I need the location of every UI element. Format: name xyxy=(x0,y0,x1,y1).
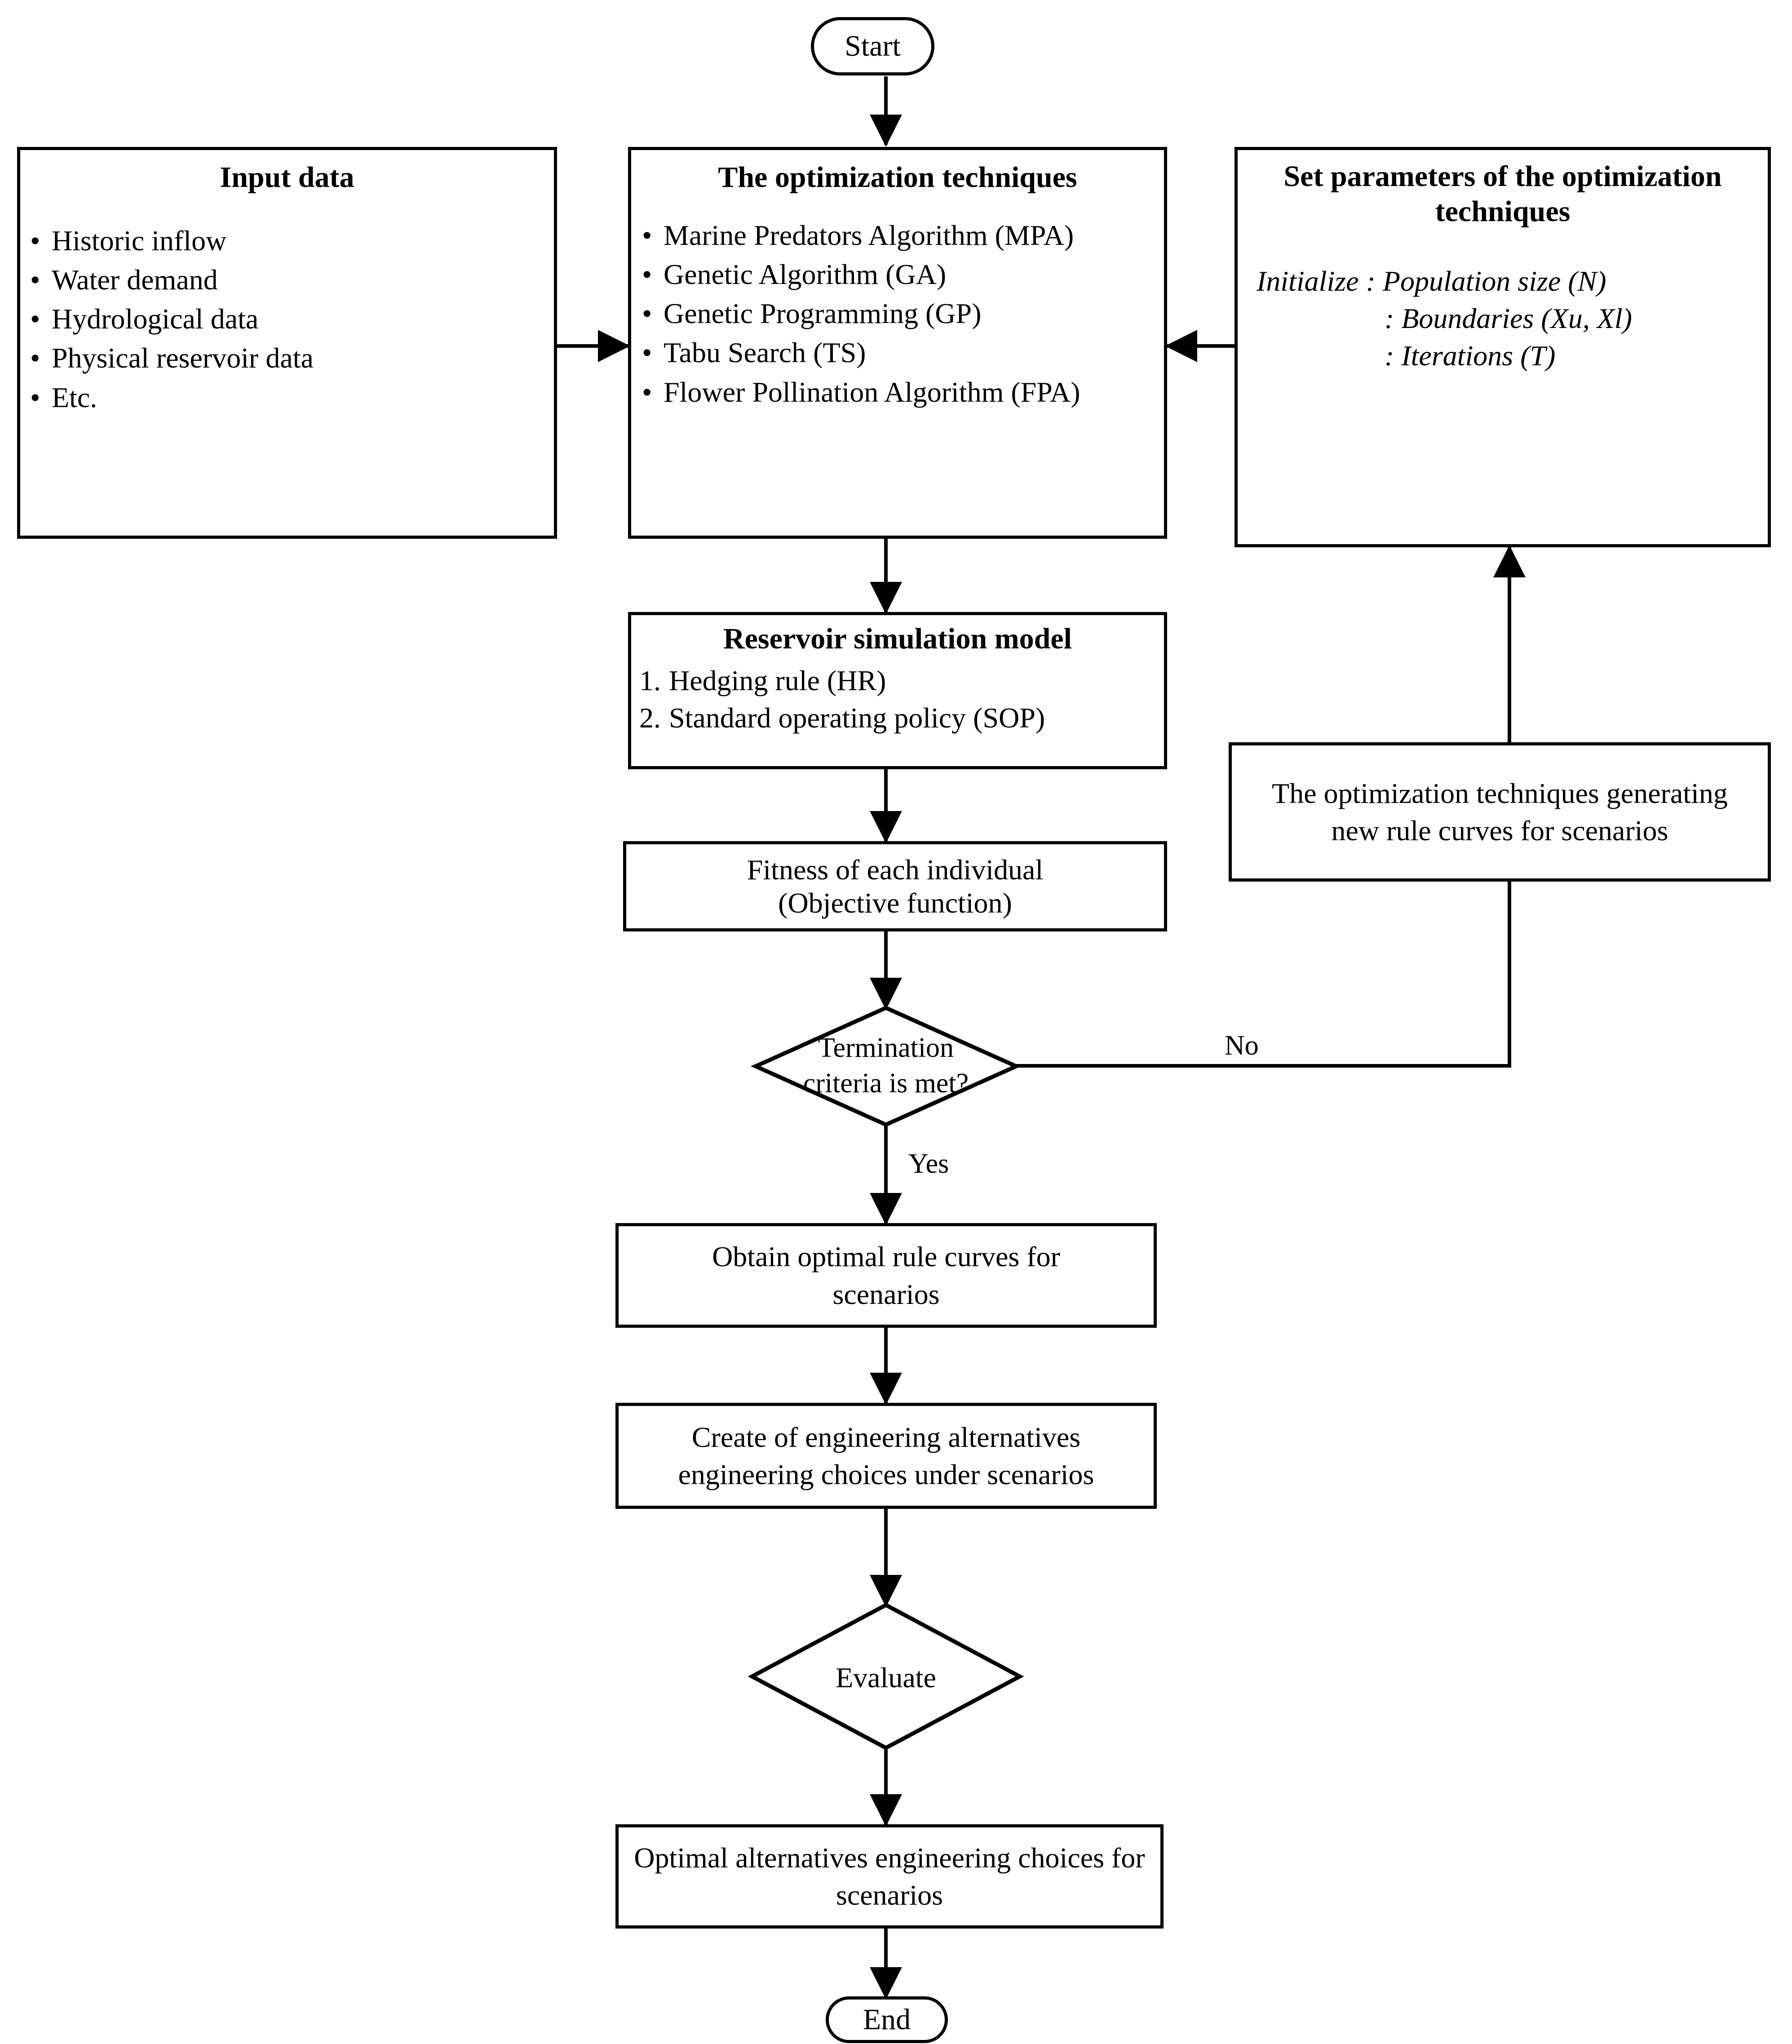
list-item: Hedging rule (HR) xyxy=(639,662,886,699)
node-optimization-techniques[interactable]: The optimization techniques Marine Preda… xyxy=(628,147,1167,539)
list-item: Genetic Algorithm (GA) xyxy=(636,256,1159,293)
node-obtain-rule-curves[interactable]: Obtain optimal rule curves for scenarios xyxy=(615,1223,1157,1328)
set-parameters-initialize-block: Initialize : Population size (N) : Bound… xyxy=(1248,262,1757,375)
reservoir-simulation-list: Hedging rule (HR) Standard operating pol… xyxy=(636,662,1159,737)
end-terminal-label: End xyxy=(863,2003,911,2036)
obtain-rule-curves-text: Obtain optimal rule curves for scenarios xyxy=(712,1241,1060,1310)
termination-diamond-label[interactable]: Termination criteria is met? xyxy=(803,1033,969,1099)
end-terminal[interactable]: End xyxy=(826,1996,948,2043)
initialize-line-2: : Boundaries (Xu, Xl) xyxy=(1385,302,1632,334)
edge-label-no: No xyxy=(1225,1030,1259,1061)
list-item: Physical reservoir data xyxy=(24,339,550,377)
set-parameters-title: Set parameters of the optimization techn… xyxy=(1283,160,1722,228)
list-item: Marine Predators Algorithm (MPA) xyxy=(636,217,1159,254)
fitness-line-1: Fitness of each individual xyxy=(747,853,1044,886)
start-terminal[interactable]: Start xyxy=(811,17,934,75)
edge-label-yes: Yes xyxy=(908,1148,949,1179)
fitness-line-2: (Objective function) xyxy=(778,887,1012,919)
optimization-techniques-list: Marine Predators Algorithm (MPA) Genetic… xyxy=(636,217,1159,412)
start-terminal-label: Start xyxy=(845,30,901,62)
list-item: Standard operating policy (SOP) xyxy=(639,699,1045,736)
node-regenerate-rule-curves[interactable]: The optimization techniques generating n… xyxy=(1229,742,1771,882)
node-set-parameters[interactable]: Set parameters of the optimization techn… xyxy=(1234,147,1771,547)
input-data-list: Historic inflow Water demand Hydrologica… xyxy=(24,222,550,418)
initialize-line-1: Initialize : Population size (N) xyxy=(1257,265,1606,297)
regenerate-text: The optimization techniques generating n… xyxy=(1272,777,1728,847)
node-reservoir-simulation[interactable]: Reservoir simulation model Hedging rule … xyxy=(628,612,1167,769)
list-item: Hydrological data xyxy=(24,300,550,337)
list-item: Etc. xyxy=(24,379,550,416)
list-item: Historic inflow xyxy=(24,222,550,259)
evaluate-diamond-label[interactable]: Evaluate xyxy=(836,1662,936,1694)
node-input-data[interactable]: Input data Historic inflow Water demand … xyxy=(17,147,557,539)
list-item: Tabu Search (TS) xyxy=(636,334,1159,371)
initialize-line-3: : Iterations (T) xyxy=(1385,340,1556,372)
reservoir-simulation-title: Reservoir simulation model xyxy=(723,622,1072,655)
input-data-title: Input data xyxy=(220,161,354,194)
create-alternatives-text: Create of engineering alternatives engin… xyxy=(678,1421,1094,1490)
node-fitness[interactable]: Fitness of each individual (Objective fu… xyxy=(623,841,1167,931)
node-create-alternatives[interactable]: Create of engineering alternatives engin… xyxy=(615,1403,1157,1509)
list-item: Genetic Programming (GP) xyxy=(636,295,1159,332)
node-optimal-alternatives[interactable]: Optimal alternatives engineering choices… xyxy=(615,1824,1164,1929)
optimization-techniques-title: The optimization techniques xyxy=(718,161,1077,194)
list-item: Flower Pollination Algorithm (FPA) xyxy=(636,373,1159,411)
optimal-alternatives-text: Optimal alternatives engineering choices… xyxy=(634,1841,1145,1911)
list-item: Water demand xyxy=(24,261,550,298)
